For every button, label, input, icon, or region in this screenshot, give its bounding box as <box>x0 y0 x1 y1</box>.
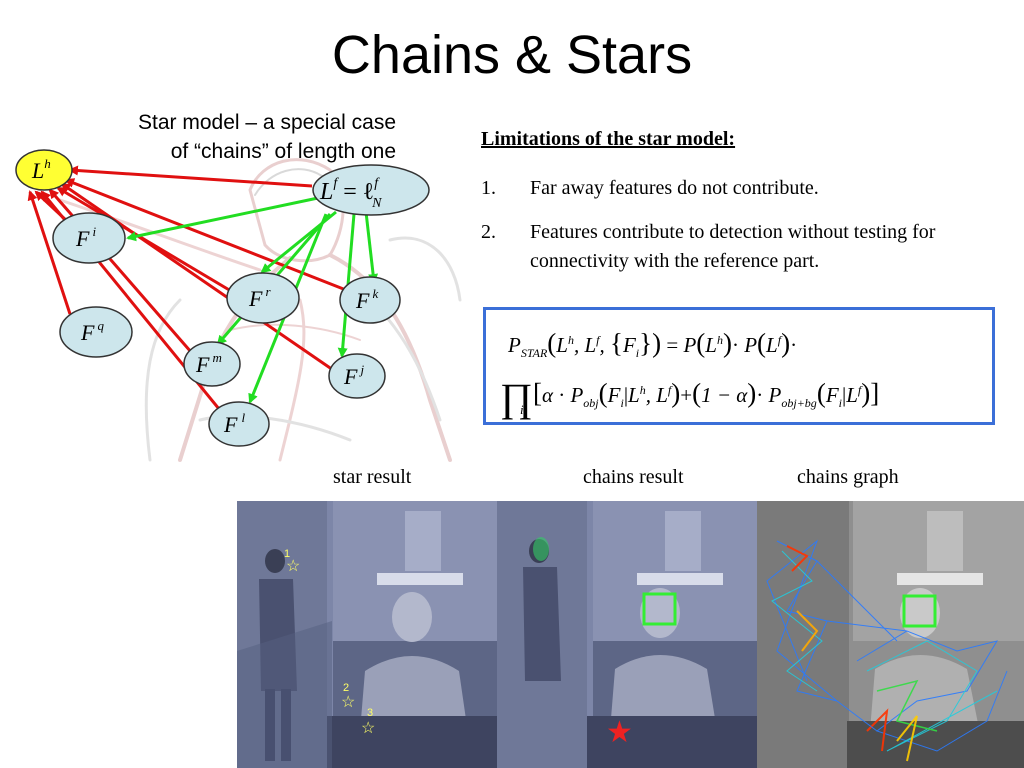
chain-graph-edges <box>766 539 1008 762</box>
star-icon: ☆ <box>361 720 375 737</box>
chains-result-image: ★ <box>497 501 757 768</box>
star-model-caption: Star model – a special case of “chains” … <box>60 108 396 166</box>
label-chains-graph: chains graph <box>797 466 899 488</box>
svg-text:Lh: Lh <box>31 156 51 183</box>
svg-text:Lf= ℓfN: Lf= ℓfN <box>319 176 382 211</box>
edge-Fi-Lh <box>34 190 70 224</box>
list-item: 2. Features contribute to detection with… <box>481 218 1021 276</box>
edge-Lf-Lh <box>68 165 313 188</box>
svg-text:Fm: Fm <box>195 350 222 377</box>
limitations-list: 1. Far away features do not contribute. … <box>481 174 1021 291</box>
svg-text:Fi: Fi <box>75 224 96 251</box>
edge-Lf-Fk <box>364 211 379 284</box>
list-item-number: 2. <box>481 221 496 243</box>
edge-Fj-Lh <box>60 182 337 374</box>
chains-graph-image <box>757 501 1024 768</box>
star-caption-line2: of “chains” of length one <box>170 140 396 163</box>
edge-Fk-Lh <box>64 178 347 292</box>
star-icon: ☆ <box>341 694 355 711</box>
star-marks: 1 ☆ 2 ☆ 3 ☆ <box>284 548 375 737</box>
star-icon: ★ <box>606 715 633 750</box>
label-chains-result: chains result <box>583 466 684 488</box>
svg-text:Fr: Fr <box>248 284 271 311</box>
svg-text:Fq: Fq <box>80 318 104 345</box>
star-caption-line1: Star model – a special case <box>138 111 396 134</box>
svg-text:Fj: Fj <box>343 362 364 389</box>
limitations-heading: Limitations of the star model: <box>481 128 736 150</box>
edge-Fr-Lh <box>56 186 237 296</box>
svg-text:Fl: Fl <box>223 410 245 437</box>
slide-title: Chains & Stars <box>331 25 693 85</box>
star-mark-label: 2 <box>343 682 349 694</box>
label-star-result: star result <box>333 466 412 488</box>
list-item-text: Features contribute to detection without… <box>530 221 936 272</box>
star-icon: ☆ <box>286 558 300 575</box>
red-edges <box>27 165 347 421</box>
star-probability-formula: PSTAR(Lh, Lf, {Fi}) = P(Lh)· P(Lf)· ∏[α … <box>483 307 995 425</box>
product-index: i <box>520 402 524 417</box>
edge-Lf-Fi <box>126 196 319 242</box>
list-item-text: Far away features do not contribute. <box>530 177 819 199</box>
node-Lh: Lh <box>15 149 73 191</box>
star-result-image: 1 ☆ 2 ☆ 3 ☆ <box>237 501 497 768</box>
list-item-number: 1. <box>481 177 496 199</box>
edge-Fq-Lh <box>27 190 72 315</box>
formula-line-2: ∏[α · Pobj(Fi|Lh, Lf)+(1 − α)· Pobj+bg(F… <box>500 375 880 420</box>
star-mark-label: 3 <box>367 707 373 719</box>
svg-text:Fk: Fk <box>355 286 378 313</box>
list-item: 1. Far away features do not contribute. <box>481 174 1021 203</box>
star-mark-label: 1 <box>284 548 290 560</box>
formula-line-1: PSTAR(Lh, Lf, {Fi}) = P(Lh)· P(Lf)· <box>508 328 798 361</box>
